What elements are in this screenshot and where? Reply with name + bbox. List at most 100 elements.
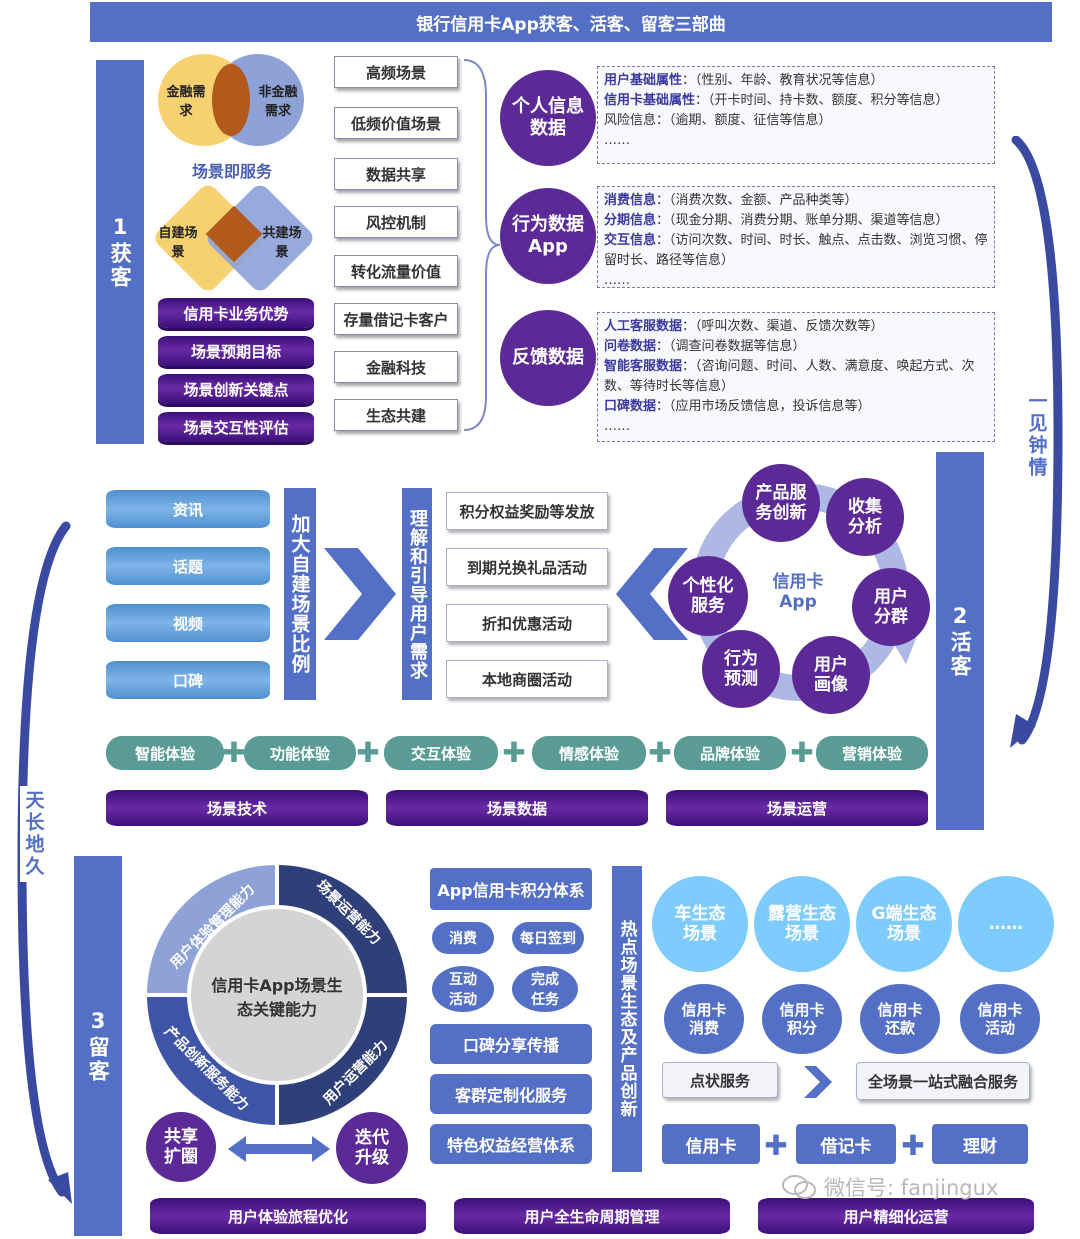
vertical-guide-needs: 理解和引导用户需求 [402,488,432,700]
info-line: 信用卡基础属性：（开卡时间、持卡数、额度、积分等信息） [604,93,949,108]
points-task: 完成任务 [512,966,578,1012]
card-activity: 信用卡活动 [960,984,1040,1054]
circle-behavior-data: 行为数据App [500,188,596,284]
venn-overlap [212,64,250,136]
points-consume: 消费 [432,922,494,954]
venn-caption: 场景即服务 [191,162,272,181]
product-wealth: 理财 [932,1124,1028,1164]
left-side-label: 天长地久 [20,786,48,882]
activity-gift: 到期兑换礼品活动 [446,548,608,586]
eco-government: G端生态场景 [856,876,952,972]
info-line: …… [604,273,630,288]
exp-interaction: 交互体验 [384,736,498,770]
stage2-label: 2活客 [936,452,984,830]
chevron-right-small-icon [804,1066,832,1098]
base-scene-ops: 场景运营 [666,790,928,826]
full-scene-service: 全场景一站式融合服务 [856,1062,1030,1100]
cycle-personalized: 个性化服务 [668,556,748,636]
plus-icon: ✚ [790,735,814,769]
scene-risk-control: 风控机制 [334,206,458,238]
service-word-of-mouth: 口碑分享传播 [430,1024,592,1064]
service-custom: 客群定制化服务 [430,1074,592,1114]
info-line: 风险信息：（逾期、额度、征信等信息） [604,113,832,128]
circle-iterate: 迭代升级 [336,1112,408,1184]
scene-traffic-value: 转化流量价值 [334,255,458,287]
points-daily-checkin: 每日签到 [512,922,584,954]
plus-icon: ✚ [356,735,380,769]
scene-data-sharing: 数据共享 [334,158,458,190]
cyl-scene-goal: 场景预期目标 [158,336,314,366]
info-line: 口碑数据：（应用市场反馈信息，投诉信息等） [604,399,871,414]
eco-camping: 露营生态场景 [754,876,850,972]
scene-debit-customers: 存量借记卡客户 [334,303,458,335]
base-journey: 用户体验旅程优化 [150,1198,426,1234]
double-arrow-icon [228,1136,330,1162]
cycle-collect-analyze: 收集分析 [826,478,904,556]
wechat-icon [782,1175,816,1199]
plus-icon: ✚ [764,1128,788,1162]
info-line: 智能客服数据：（咨询问题、时间、人数、满意度、唤起方式、次数、等待时长等信息） [604,359,975,394]
exp-brand: 品牌体验 [674,736,786,770]
info-box-behavior: 消费信息：（消费次数、金额、产品种类等） 分期信息：（现金分期、消费分期、账单分… [597,186,995,288]
info-line: 问卷数据：（调查问卷数据等信息） [604,339,806,354]
cycle-user-segment: 用户分群 [852,568,930,646]
plus-icon: ✚ [901,1128,925,1162]
info-line: …… [604,133,630,148]
info-line: 交互信息：（访问次数、时间、时长、触点、点击数、浏览习惯、停留时长、路径等信息） [604,233,988,268]
plus-icon: ✚ [502,735,526,769]
content-reputation: 口碑 [106,661,270,699]
venn-financial-label: 金融需求 [166,85,206,119]
venn-nonfinancial-label: 非金融需求 [258,85,298,119]
points-interact: 互动活动 [432,966,494,1012]
watermark: 微信号: fanjingux [782,1172,1052,1202]
right-curved-arrow [1010,136,1063,748]
watermark-text: 微信号: fanjingux [824,1176,999,1200]
venn-co-built-label: 共建场景 [262,226,302,260]
base-scene-data: 场景数据 [386,790,648,826]
cyl-card-advantage: 信用卡业务优势 [158,298,314,328]
vertical-self-built-ratio: 加大自建场景比例 [284,488,316,700]
points-title: App信用卡积分体系 [430,868,592,910]
bracket-connector [463,59,501,431]
eco-car: 车生态场景 [652,876,748,972]
exp-emotion: 情感体验 [532,736,646,770]
product-debit-card: 借记卡 [796,1124,896,1164]
stage3-label: 3留客 [74,856,122,1236]
card-repay: 信用卡还款 [860,984,940,1054]
exp-marketing: 营销体验 [816,736,928,770]
venn-self-built-label: 自建场景 [158,226,198,260]
exp-function: 功能体验 [244,736,356,770]
info-line: 用户基础属性：（性别、年龄、教育状况等信息） [604,73,884,88]
plus-icon: ✚ [222,735,246,769]
circle-share-expand: 共享扩圈 [146,1112,216,1182]
exp-smart: 智能体验 [106,736,224,770]
info-line: 消费信息：（消费次数、金额、产品种类等） [604,193,858,208]
activity-discount: 折扣优惠活动 [446,604,608,642]
base-refined-ops: 用户精细化运营 [758,1198,1034,1234]
circle-personal-data: 个人信息数据 [500,70,596,166]
cycle-user-profile: 用户画像 [792,636,870,714]
chevron-right-icon [324,548,396,640]
content-video: 视频 [106,604,270,642]
stage1-label: 1获客 [96,60,144,444]
cyl-innovation-key: 场景创新关键点 [158,374,314,404]
scene-high-frequency: 高频场景 [334,56,458,88]
cycle-product-innovation: 产品服务创新 [742,464,820,542]
info-box-personal: 用户基础属性：（性别、年龄、教育状况等信息） 信用卡基础属性：（开卡时间、持卡数… [597,66,995,164]
scene-low-frequency: 低频价值场景 [334,107,458,139]
page-title: 银行信用卡App获客、活客、留客三部曲 [90,2,1052,42]
base-scene-tech: 场景技术 [106,790,368,826]
chevron-left-icon [616,548,688,640]
point-service: 点状服务 [662,1062,778,1098]
product-credit-card: 信用卡 [662,1124,760,1164]
scene-fintech: 金融科技 [334,351,458,383]
info-line: 分期信息：（现金分期、消费分期、账单分期、渠道等信息） [604,213,949,228]
info-box-feedback: 人工客服数据：（呼叫次数、渠道、反馈次数等） 问卷数据：（调查问卷数据等信息） … [597,312,995,442]
scene-ecosystem: 生态共建 [334,399,458,431]
info-line: 人工客服数据：（呼叫次数、渠道、反馈次数等） [604,319,884,334]
cycle-behavior-predict: 行为预测 [702,630,780,708]
activity-local: 本地商圈活动 [446,660,608,698]
content-topics: 话题 [106,547,270,585]
content-news: 资讯 [106,490,270,528]
ring-center-label: 信用卡App场景生态关键能力 [211,976,343,1019]
